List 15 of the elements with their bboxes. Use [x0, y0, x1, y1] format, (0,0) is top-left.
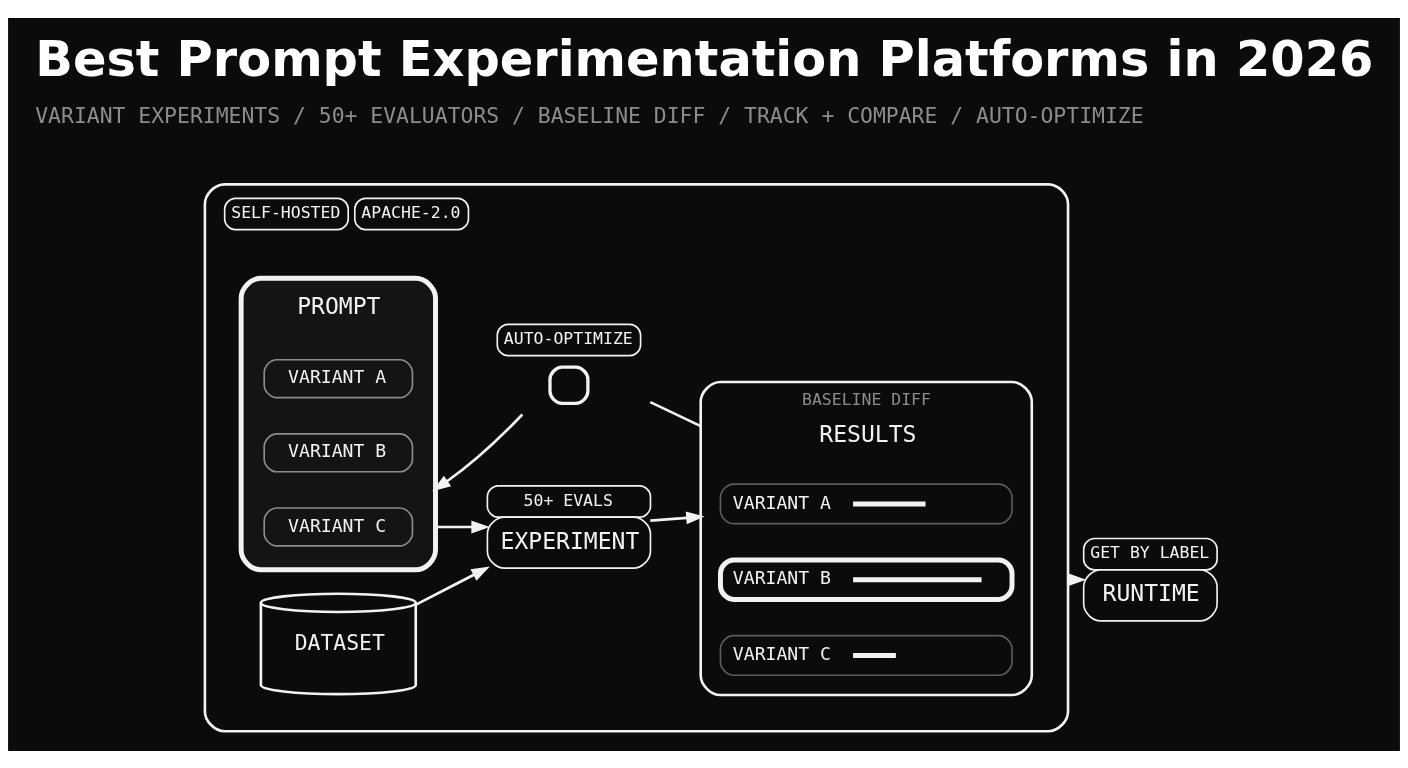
node-box: VARIANT C — [719, 634, 1013, 676]
node-box: VARIANT A — [263, 358, 414, 398]
node-box: VARIANT B — [263, 432, 414, 473]
node-label: GET BY LABEL — [1090, 542, 1210, 562]
arrow — [435, 520, 490, 533]
node-box: VARIANT B — [718, 556, 1015, 602]
node-box: VARIANT C — [263, 506, 414, 547]
node-label: BASELINE DIFF — [802, 389, 931, 409]
arrow — [432, 413, 524, 491]
connector — [649, 400, 702, 427]
caption: VARIANT EXPERIMENTS / 50+ EVALUATORS / BASELINE DIFF / TRACK + COMPARE / AUTO-OPTIMIZE — [35, 102, 1144, 128]
arrow — [415, 566, 490, 606]
node-box: VARIANT A — [719, 482, 1013, 524]
node-label: 50+ EVALS — [523, 490, 613, 510]
diagram-title: Best Prompt Experimentation Platforms in 2026 — [35, 29, 1374, 88]
